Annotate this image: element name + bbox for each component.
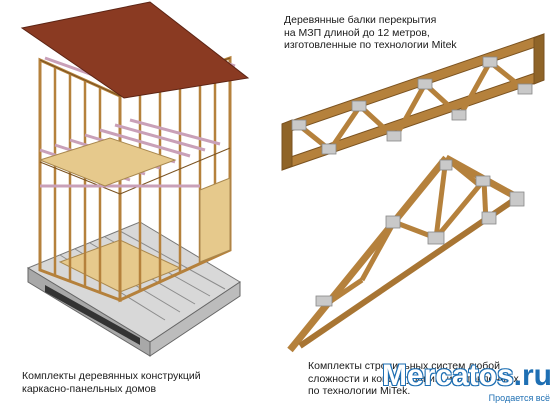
wall-sheathing [199,177,231,263]
caption-line: Комплекты деревянных конструкций [22,370,201,382]
sill-beam [45,285,140,345]
upper-floor-deck [38,137,177,187]
caption-floor-beam: Деревянные балки перекрытия на МЗП длино… [284,14,457,52]
caption-line: Деревянные балки перекрытия [284,14,437,26]
caption-line: сложности и конфигураций, изготовленных [308,372,519,385]
caption-line: каркасно-панельных домов [22,382,157,395]
truss-connector-plates [315,159,525,307]
watermark-tagline: Продается всё [488,393,550,403]
caption-line: на МЗП длиной до 12 метров, [284,26,430,39]
caption-line: изготовленные по технологии Mitek [284,39,457,51]
wall-studs [53,60,217,293]
caption-house-frame: Комплекты деревянных конструкций каркасн… [22,370,201,395]
mercatos-watermark: Mercatos.ru Продается всё [382,360,552,404]
roof-sheet [20,1,250,99]
truss-left-rafter [287,155,449,353]
caption-roof-truss: Комплекты стропильных систем любой сложн… [308,360,519,398]
caption-line: по технологии MiTek. [308,385,411,397]
caption-line: Комплекты стропильных систем любой [308,360,500,372]
watermark-logo-text: Mercatos.ru [382,360,552,392]
beam-connector-plates [291,56,533,155]
foundation-side [149,281,241,357]
beam-end-block [533,33,545,85]
watermark-word: Mercatos [381,359,514,392]
truss-web-members [326,156,489,306]
beam-end-block [281,119,293,171]
watermark-tld: .ru [513,359,552,392]
